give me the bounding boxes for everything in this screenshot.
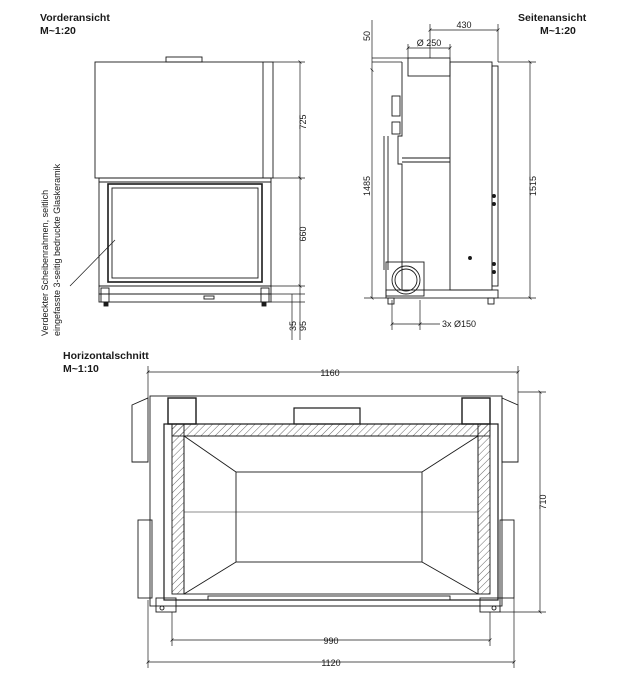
section-dimensions	[146, 366, 546, 668]
section-glass	[207, 595, 451, 601]
section-left-side	[137, 519, 153, 599]
dim-side-top: 50	[362, 31, 372, 41]
front-flue-collar	[165, 56, 203, 63]
front-foot-right	[260, 287, 270, 303]
dim-front-base: 95	[298, 321, 308, 331]
section-left-duct	[131, 397, 149, 463]
side-view-scale: M~1:20	[540, 25, 576, 37]
section-right-duct	[501, 397, 519, 463]
side-air-connector	[391, 265, 421, 295]
section-firebox	[183, 435, 479, 595]
section-view-name: Horizontalschnitt	[63, 350, 149, 362]
section-flue	[293, 407, 361, 425]
front-upper-housing	[94, 61, 274, 179]
front-view-title: Vorderansicht M~1:20	[40, 12, 110, 38]
dim-side-depth: 430	[456, 20, 471, 30]
section-firebox-back	[235, 471, 423, 563]
front-foot-left	[100, 287, 110, 303]
side-bracket-mid	[391, 121, 401, 135]
dim-side-flue: Ø 250	[417, 38, 442, 48]
dim-front-foot: 35	[288, 321, 298, 331]
dim-section-base: 1120	[321, 658, 340, 668]
dim-side-air: 3x Ø150	[442, 319, 476, 329]
front-base-plate	[98, 285, 272, 295]
section-left-wall	[171, 423, 185, 595]
dim-side-height-inner: 1485	[362, 176, 372, 196]
side-dimensions	[364, 20, 536, 330]
section-view-scale: M~1:10	[63, 363, 99, 375]
section-right-wall	[477, 423, 491, 595]
front-view	[69, 56, 274, 307]
front-view-scale: M~1:20	[40, 25, 76, 37]
dim-section-outer: 1160	[320, 368, 339, 378]
note-leader	[69, 239, 116, 287]
front-view-name: Vorderansicht	[40, 12, 110, 24]
front-glass	[111, 187, 259, 279]
dim-front-top: 725	[298, 114, 308, 129]
front-air-slot	[203, 295, 215, 300]
side-rear-panel	[491, 65, 499, 287]
dim-front-opening: 660	[298, 226, 308, 241]
dim-section-inner: 990	[323, 636, 338, 646]
dim-side-height-total: 1515	[528, 176, 538, 196]
side-air-connector-inner	[394, 268, 418, 292]
dim-section-depth: 710	[538, 494, 548, 509]
front-glass-frame	[107, 183, 263, 283]
section-corner-left	[167, 397, 197, 425]
section-right-side	[499, 519, 515, 599]
section-front-left-hinge	[155, 597, 177, 613]
front-foot-left-tip	[103, 301, 109, 307]
side-view-name: Seitenansicht	[518, 12, 587, 24]
note-line-1: Verdeckter Scheibenrahmen, seitlich	[40, 190, 50, 336]
side-rear-body	[449, 61, 493, 291]
section-view	[131, 395, 519, 613]
side-foot-rear	[487, 297, 495, 305]
front-firebox	[98, 177, 272, 287]
front-dimensions	[271, 60, 305, 340]
side-view	[383, 57, 499, 305]
section-view-title: Horizontalschnitt M~1:10	[63, 350, 149, 376]
side-front-profile	[397, 62, 403, 290]
side-air-box	[385, 261, 425, 297]
side-flue-pipe	[407, 57, 451, 77]
front-foot-right-tip	[261, 301, 267, 307]
side-base	[385, 289, 499, 299]
side-view-title: Seitenansicht M~1:20	[518, 12, 586, 38]
front-plinth	[98, 293, 272, 303]
note-line-2: eingefasste 3-seitig bedruckte Glaskeram…	[52, 163, 62, 336]
section-rear-wall	[171, 423, 491, 437]
section-corner-right	[461, 397, 491, 425]
side-bracket-upper	[391, 95, 401, 117]
side-foot-front	[387, 297, 395, 305]
